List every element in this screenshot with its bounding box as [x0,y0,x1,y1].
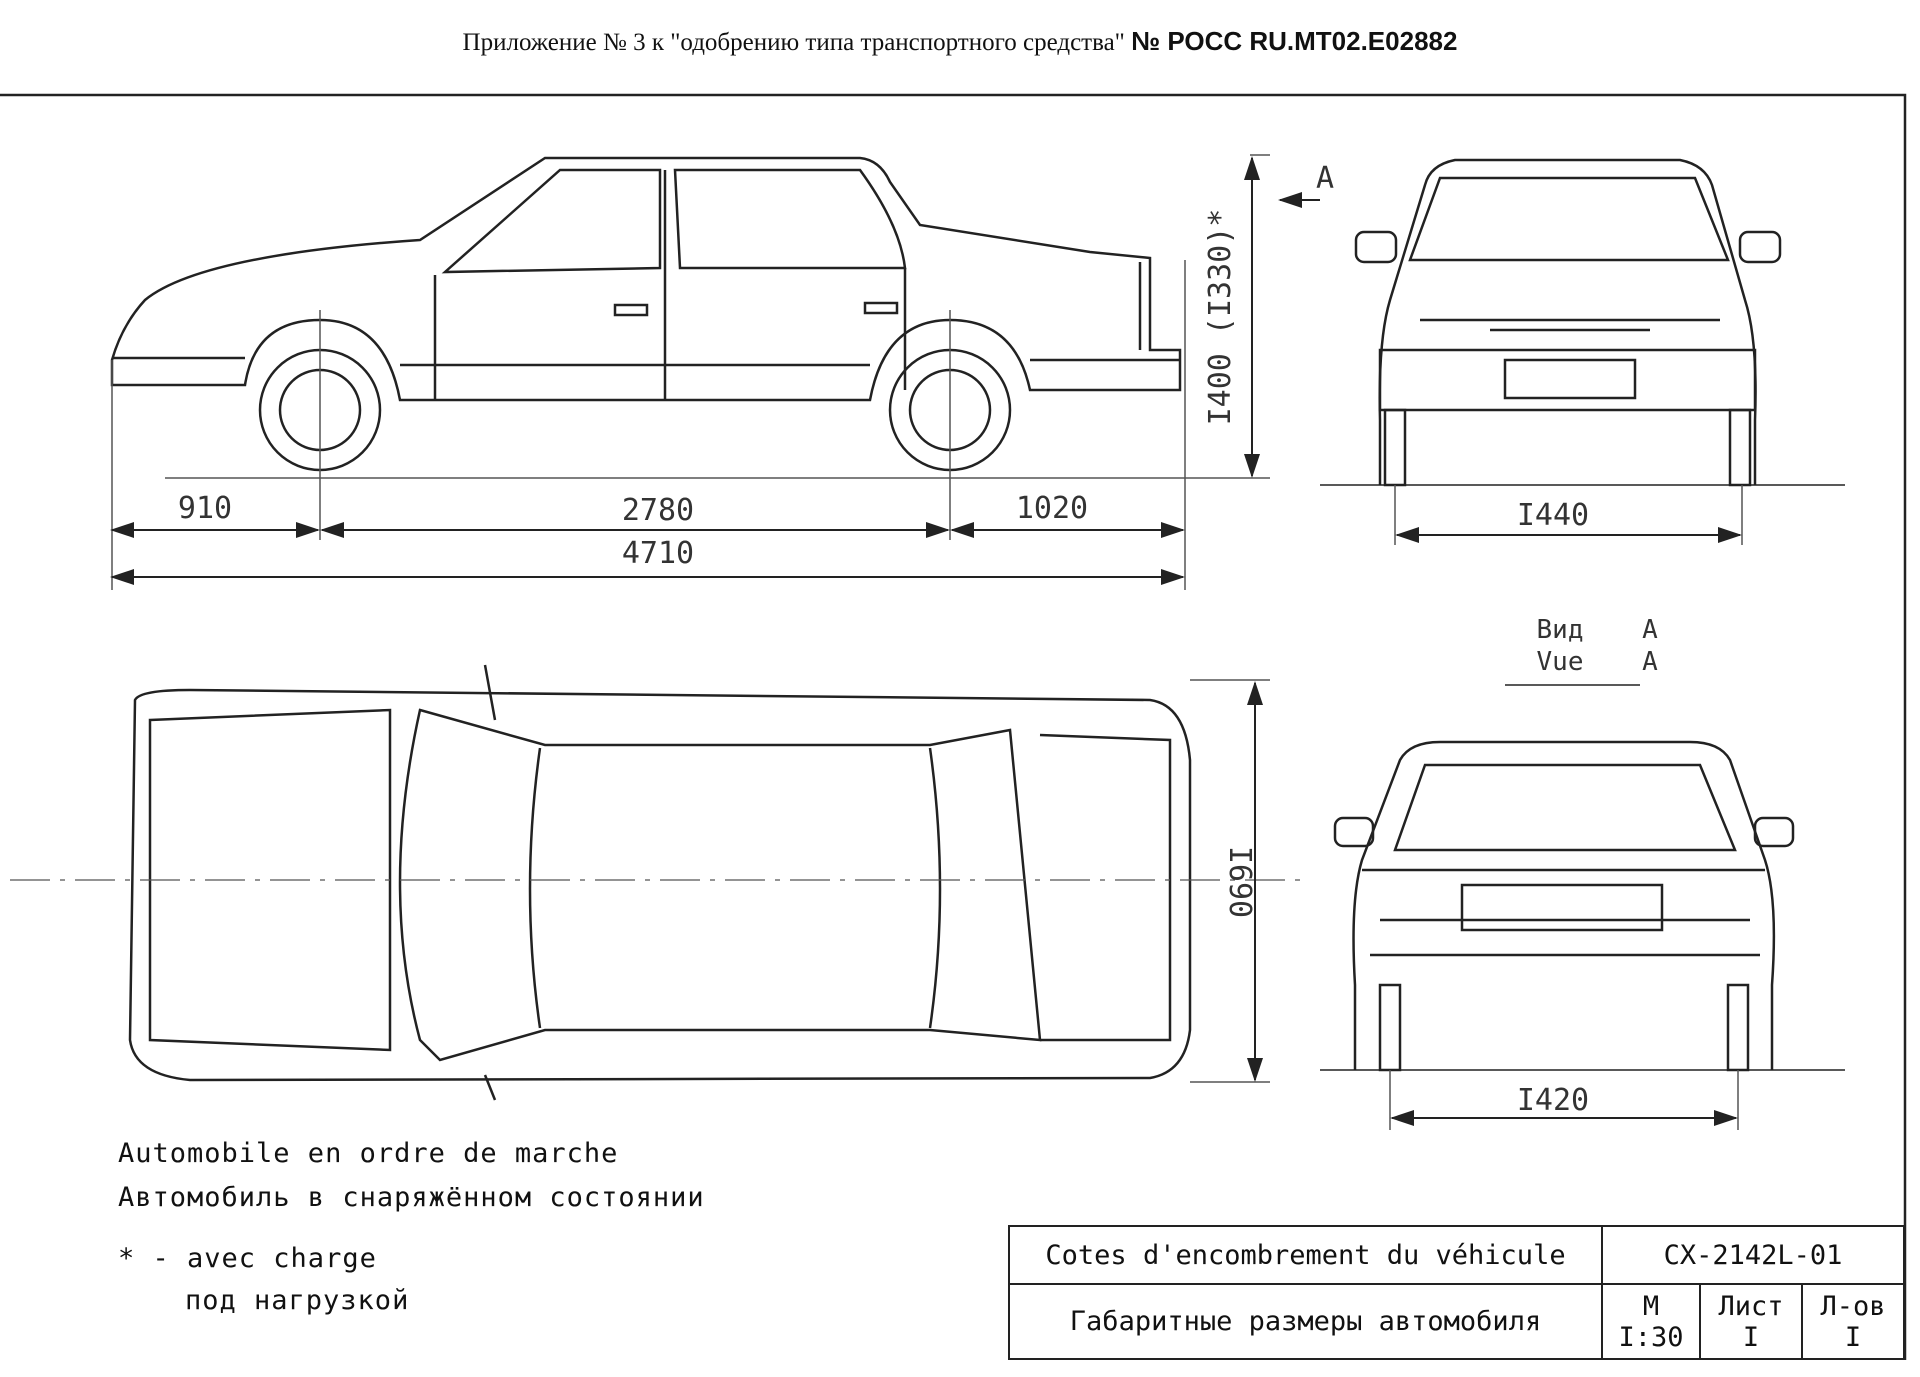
side-view-car [110,156,1182,472]
dim-height: I400 (I330)* [1203,209,1238,426]
dim-overall-length: 4710 [622,536,694,571]
note-ru: Автомобиль в снаряжённом состоянии [118,1182,705,1213]
sheet-cell: Лист I [1699,1283,1803,1360]
dim-rear-track: I420 [1517,1083,1589,1118]
dim-front-track: I440 [1517,498,1589,533]
title-fr: Cotes d'encombrement du véhicule [1008,1225,1603,1285]
title-ru: Габаритные размеры автомобиля [1008,1283,1603,1360]
scale-label: М [1642,1290,1660,1322]
dim-rear-overhang: 1020 [1016,491,1088,526]
note-star-ru: под нагрузкой [185,1285,410,1316]
view-arrow-label: A [1316,161,1334,196]
drawing-code: CX-2142L-01 [1601,1225,1905,1285]
view-label-letter: A [1642,615,1658,645]
document-header: Приложение № 3 к "одобрению типа транспо… [0,26,1920,57]
sheets-cell: Л-ов I [1801,1283,1905,1360]
header-text: Приложение № 3 к "одобрению типа транспо… [462,29,1125,56]
top-view-car [128,664,1192,1101]
scale-cell: М I:30 [1601,1283,1701,1360]
note-fr: Automobile en ordre de marche [118,1138,619,1169]
scale-value: I:30 [1618,1321,1684,1353]
sheets-value: I [1844,1321,1862,1353]
drawing-frame [0,93,1907,1360]
note-star-fr: * - avec charge [118,1243,377,1274]
approval-number: № РОСС RU.MT02.E02882 [1131,26,1458,56]
dim-wheelbase: 2780 [622,493,694,528]
rear-view-car [1333,740,1795,1072]
sheets-label: Л-ов [1820,1290,1886,1322]
dim-width: I690 [1222,846,1257,918]
view-label-ru: Вид [1537,615,1584,645]
sheet-value: I [1742,1321,1760,1353]
dim-front-overhang: 910 [178,491,232,526]
view-label-letter-2: A [1642,647,1658,677]
front-view-car [1354,158,1782,487]
view-label-fr: Vue [1537,647,1584,677]
sheet-label: Лист [1718,1290,1784,1322]
